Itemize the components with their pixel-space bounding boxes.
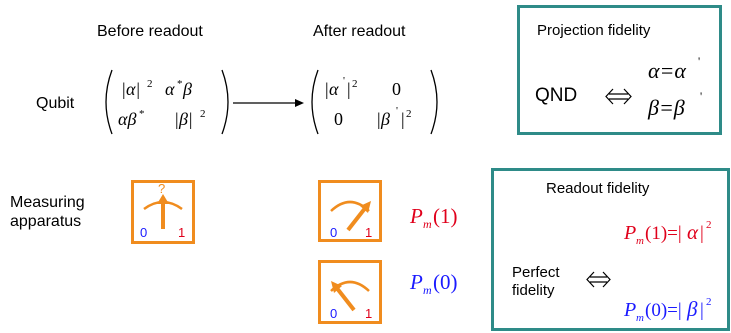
readout-fidelity-box: Readout fidelity Perfect fidelity P m (1… <box>491 168 730 331</box>
matrix-after-a22: |β <box>376 109 390 129</box>
measuring-apparatus-label: Measuring apparatus <box>10 193 85 231</box>
svg-text:P: P <box>409 204 423 228</box>
matrix-before-a12: α <box>165 79 175 99</box>
svg-text:(1)=|: (1)=| <box>645 223 682 244</box>
svg-text:m: m <box>423 283 432 297</box>
matrix-before-a11: |α| <box>121 79 140 99</box>
meter-after-one-one: 1 <box>365 225 373 240</box>
readout-equation-one: P m (1)=| α | 2 <box>623 219 712 247</box>
svg-text:2: 2 <box>406 108 412 120</box>
meter-before-zero: 0 <box>140 225 148 240</box>
svg-text:*: * <box>139 108 145 120</box>
svg-text:P: P <box>623 222 636 244</box>
qnd-equations: α=α ' β=β ' <box>605 54 702 120</box>
svg-text:2: 2 <box>147 78 153 90</box>
svg-text:|: | <box>400 109 405 129</box>
svg-text:2: 2 <box>352 78 358 90</box>
after-readout-header: After readout <box>313 23 406 40</box>
matrix-after-a21: 0 <box>334 109 343 129</box>
meter-after-one: 0 1 <box>318 180 382 242</box>
svg-text:m: m <box>636 312 644 324</box>
svg-text:|: | <box>700 300 704 321</box>
svg-text:P: P <box>623 299 636 321</box>
readout-fidelity-title: Readout fidelity <box>546 180 650 197</box>
perfect-label-line1: Perfect <box>512 264 560 281</box>
meter-before-one: 1 <box>178 225 186 240</box>
outcome-probabilities: P m (1) P m (0) <box>409 204 458 297</box>
matrix-before-a22: |β| <box>174 109 193 129</box>
meter-after-zero-zero: 0 <box>330 306 338 321</box>
probability-zero: P m (0) <box>409 270 458 297</box>
svg-text:m: m <box>636 235 644 247</box>
svg-text:|: | <box>700 223 704 244</box>
matrix-before-a21: αβ <box>118 109 136 129</box>
svg-text:β: β <box>686 297 698 321</box>
svg-text:2: 2 <box>200 108 206 120</box>
svg-text:(1): (1) <box>433 204 458 228</box>
apparatus-label-line1: Measuring <box>10 194 85 211</box>
perfect-label-line2: fidelity <box>512 282 555 299</box>
meter-needle-left-icon <box>330 280 370 312</box>
alpha-equation: α=α <box>648 58 686 83</box>
svg-text:(0)=|: (0)=| <box>645 300 682 321</box>
svg-text:': ' <box>700 89 702 103</box>
meter-after-zero-one: 1 <box>365 306 373 321</box>
meter-after-one-zero: 0 <box>330 225 338 240</box>
svg-text:P: P <box>409 270 423 294</box>
svg-text:': ' <box>396 105 398 117</box>
svg-text:2: 2 <box>706 296 712 308</box>
svg-text:*: * <box>177 78 183 90</box>
equivalence-arrow-icon <box>605 88 632 105</box>
svg-text:': ' <box>698 54 700 68</box>
projection-fidelity-box: Projection fidelity QND α=α ' β=β ' <box>517 5 722 135</box>
meter-needle-up-icon <box>143 194 183 229</box>
svg-text:m: m <box>423 217 432 231</box>
svg-text:(0): (0) <box>433 270 458 294</box>
probability-one: P m (1) <box>409 204 458 231</box>
before-readout-header: Before readout <box>97 23 203 40</box>
svg-text:2: 2 <box>706 219 712 231</box>
readout-equation-zero: P m (0)=| β | 2 <box>623 296 712 324</box>
svg-text:|: | <box>346 79 351 99</box>
svg-text:': ' <box>343 75 345 87</box>
meter-before: ? 0 1 <box>131 180 195 244</box>
apparatus-label-line2: apparatus <box>10 213 82 230</box>
projection-fidelity-title: Projection fidelity <box>537 22 651 39</box>
equivalence-arrow-icon-2 <box>586 271 611 288</box>
matrix-after-a12: 0 <box>392 79 401 99</box>
meter-needle-right-icon <box>330 200 371 232</box>
svg-text:α: α <box>687 220 699 244</box>
meter-question-mark: ? <box>158 181 166 196</box>
svg-text:β: β <box>182 79 192 99</box>
readout-equations: P m (1)=| α | 2 P m (0)=| β | 2 <box>586 219 712 324</box>
matrix-after-a11: |α <box>324 79 339 99</box>
beta-equation: β=β <box>647 95 685 120</box>
qnd-label: QND <box>535 85 578 106</box>
qubit-label: Qubit <box>36 95 75 112</box>
perfect-fidelity-label: Perfect fidelity <box>512 264 560 300</box>
meter-after-zero: 0 1 <box>318 260 382 324</box>
